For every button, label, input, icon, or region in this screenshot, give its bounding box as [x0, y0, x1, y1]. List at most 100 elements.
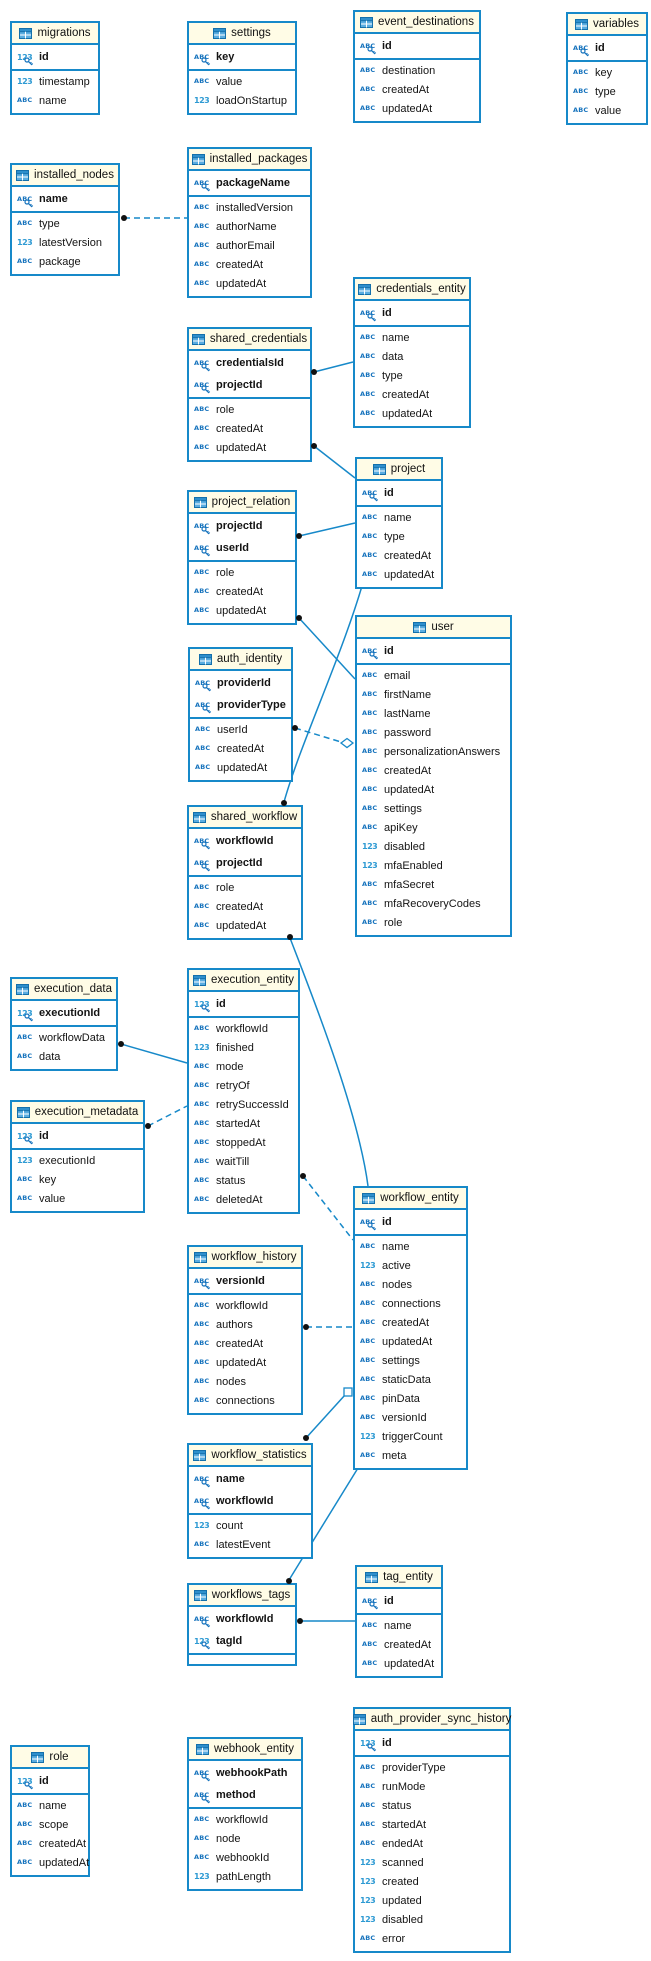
table-header[interactable]: migrations	[12, 23, 98, 45]
table-header[interactable]: workflows_tags	[189, 1585, 295, 1607]
table-header[interactable]: workflow_entity	[355, 1188, 466, 1210]
table-header[interactable]: auth_identity	[190, 649, 291, 671]
table-header[interactable]: workflow_statistics	[189, 1445, 311, 1467]
table-header[interactable]: shared_credentials	[189, 329, 310, 351]
table-header[interactable]: workflow_history	[189, 1247, 301, 1269]
table-header[interactable]: webhook_entity	[189, 1739, 301, 1761]
table-header[interactable]: user	[357, 617, 510, 639]
table-header[interactable]: role	[12, 1747, 88, 1769]
table-header[interactable]: execution_entity	[189, 970, 298, 992]
